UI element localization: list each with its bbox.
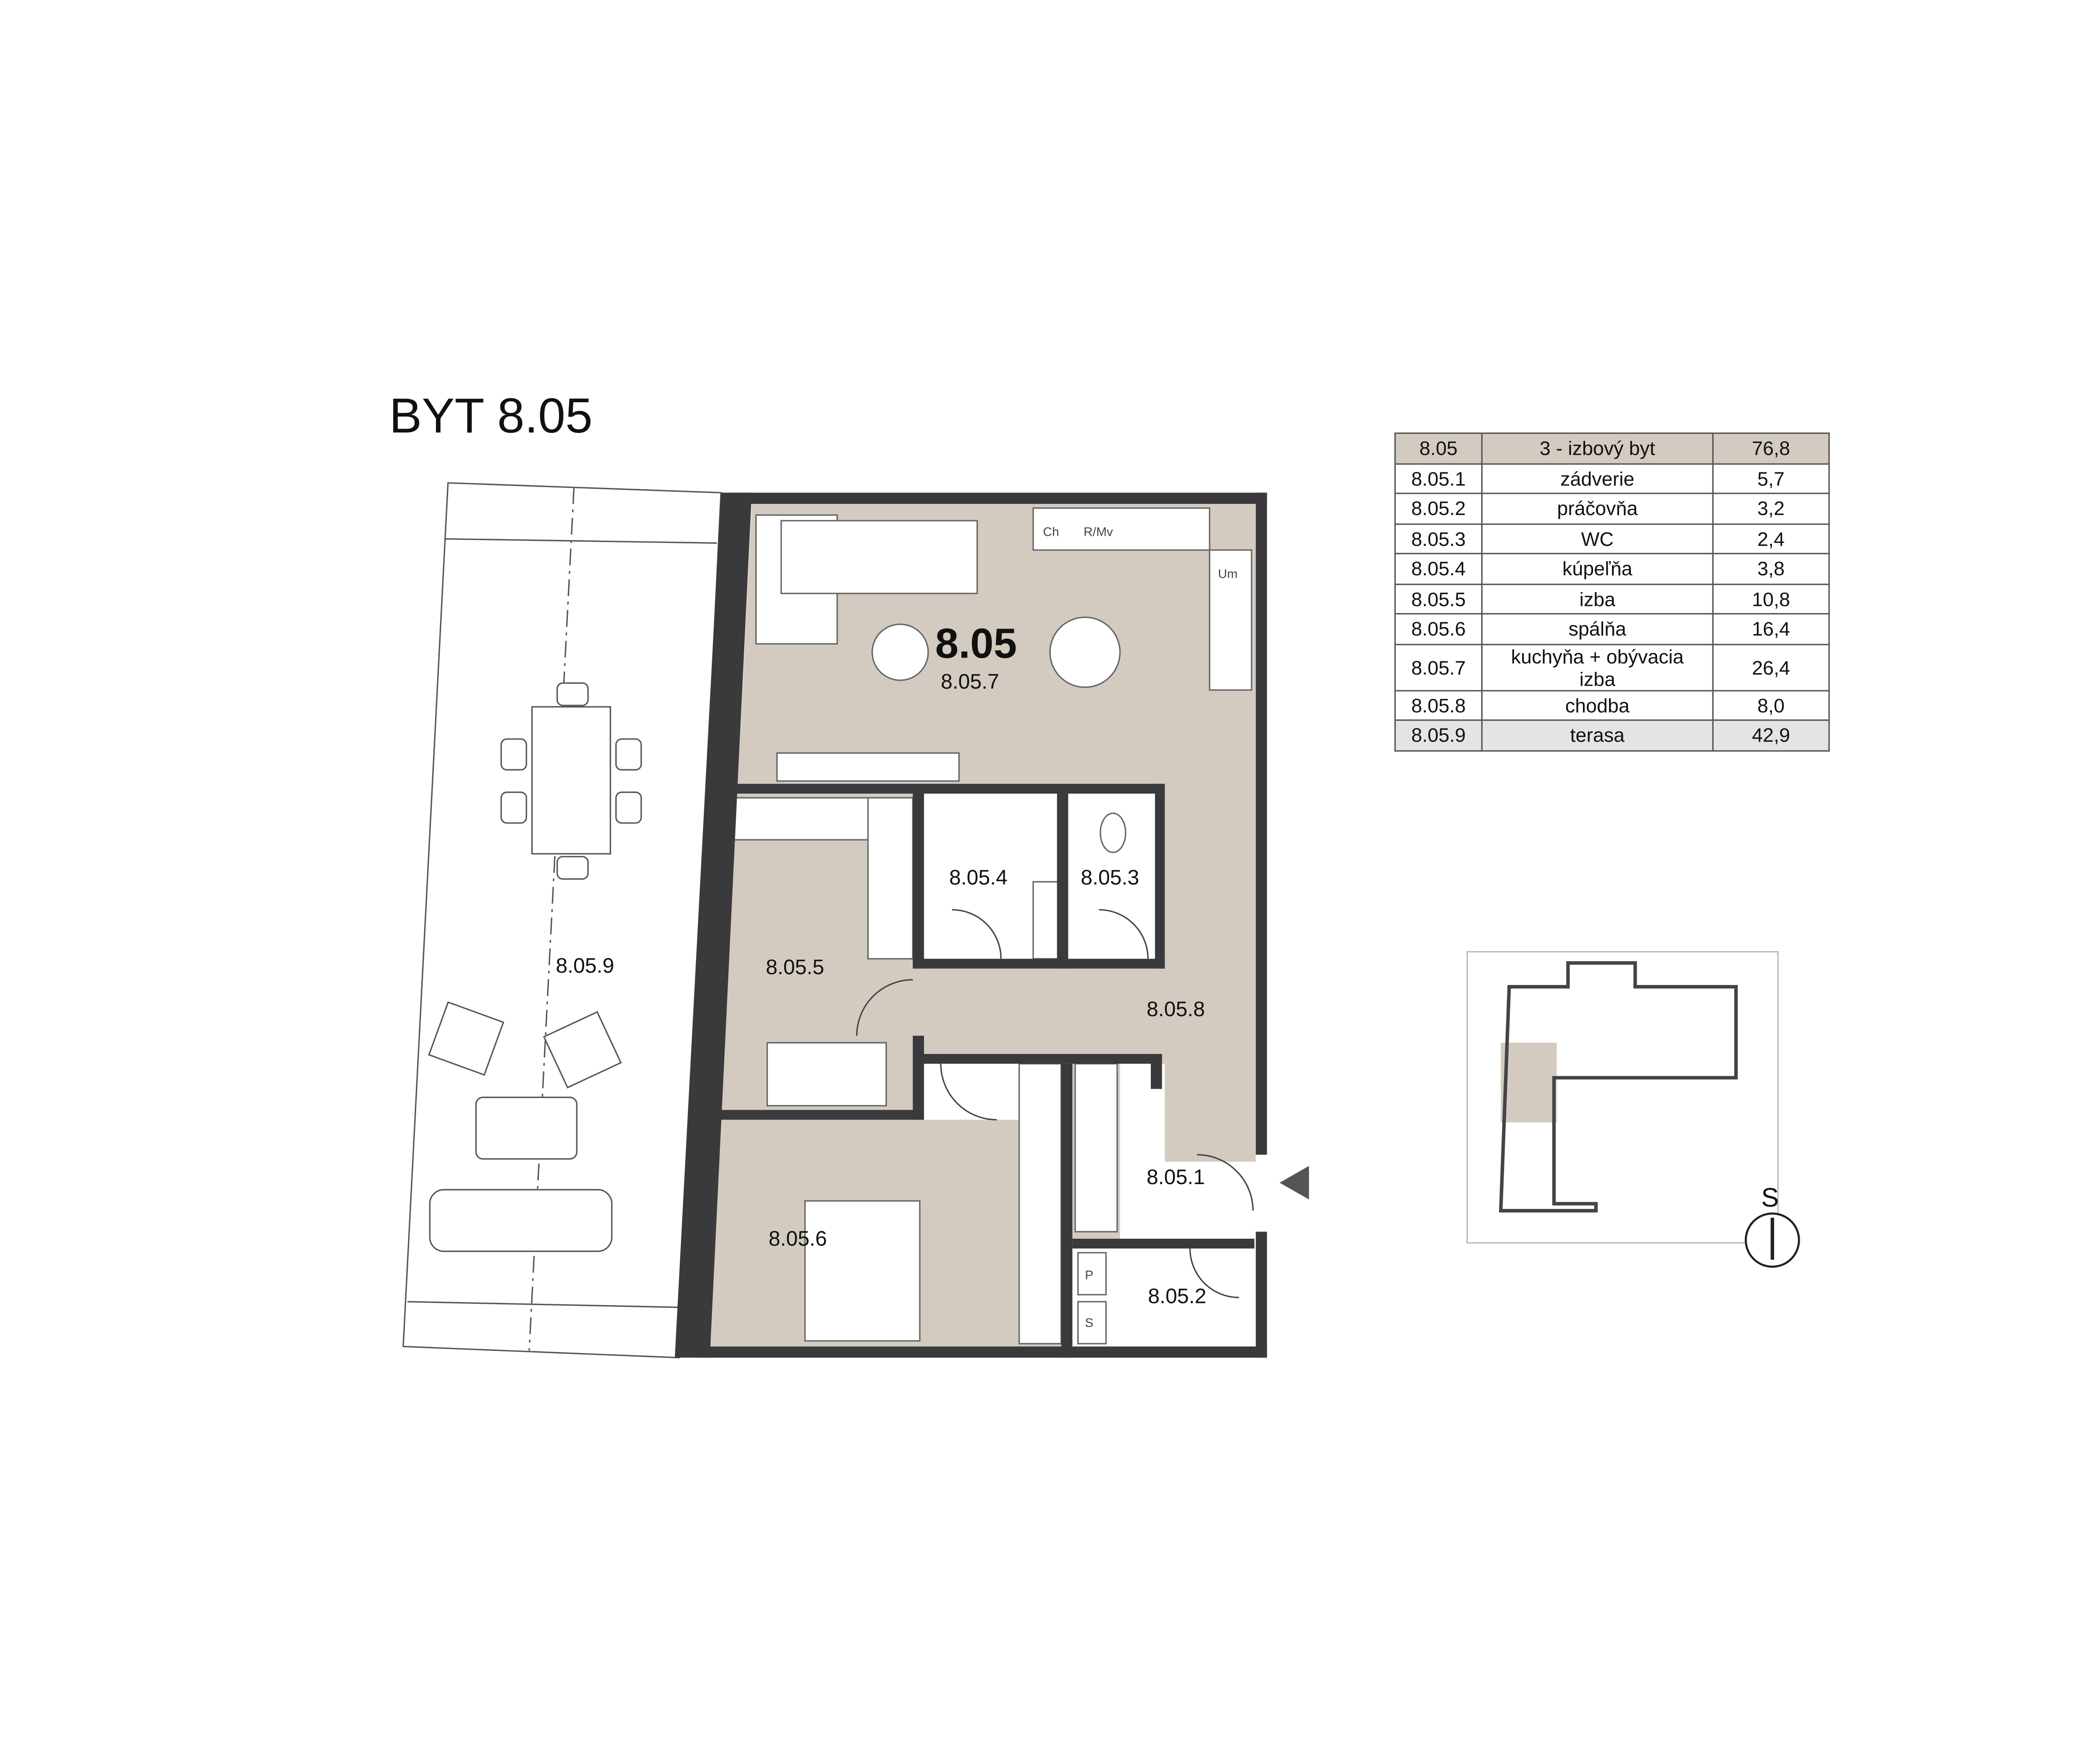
cell-area: 76,8	[1712, 433, 1830, 464]
key-plan	[1466, 951, 1779, 1244]
north-arrow-icon: S	[1745, 1183, 1800, 1268]
cell-id: 8.05.3	[1394, 523, 1483, 554]
room-label-8-05-2: 8.05.2	[1148, 1284, 1206, 1308]
doors	[856, 909, 1254, 1298]
living-furniture	[732, 507, 1252, 1345]
cell-name: kúpeľňa	[1481, 553, 1714, 585]
cell-area: 5,7	[1712, 462, 1830, 494]
cell-area: 42,9	[1712, 719, 1830, 751]
cell-name: WC	[1481, 523, 1714, 554]
cell-id: 8.05	[1394, 433, 1483, 464]
room-label-8-05-7: 8.05.7	[941, 670, 999, 693]
cell-id: 8.05.4	[1394, 553, 1483, 585]
fixture-p: P	[1085, 1269, 1093, 1282]
cell-name: spálňa	[1481, 613, 1714, 645]
cell-area: 10,8	[1712, 583, 1830, 615]
page-title: BYT 8.05	[389, 389, 593, 444]
cell-name: zádverie	[1481, 462, 1714, 494]
cell-name: kuchyňa + obývacia izba	[1481, 643, 1714, 691]
cell-area: 3,2	[1712, 493, 1830, 524]
cell-name: izba	[1481, 583, 1714, 615]
cell-id: 8.05.1	[1394, 462, 1483, 494]
cell-name: práčovňa	[1481, 493, 1714, 524]
room-label-8-05-8: 8.05.8	[1147, 997, 1205, 1021]
terrace-dining-set	[500, 682, 642, 880]
fixture-s: S	[1085, 1316, 1093, 1330]
cell-id: 8.05.5	[1394, 583, 1483, 615]
terrace-lounge-set	[428, 1001, 622, 1252]
walls	[675, 493, 1267, 1358]
table-footer-row: 8.05.9 terasa 42,9	[1394, 719, 1830, 751]
room-label-8-05-9: 8.05.9	[556, 954, 614, 978]
fixture-rmv: R/Mv	[1084, 525, 1113, 539]
cell-area: 26,4	[1712, 643, 1830, 691]
table-header-row: 8.05 3 - izbový byt 76,8	[1394, 433, 1830, 464]
cell-id: 8.05.7	[1394, 643, 1483, 691]
apartment-label: 8.05	[935, 620, 1017, 667]
room-label-8-05-4: 8.05.4	[949, 866, 1008, 889]
cell-id: 8.05.8	[1394, 689, 1483, 721]
cell-name: 3 - izbový byt	[1481, 433, 1714, 464]
cell-area: 2,4	[1712, 523, 1830, 554]
cell-name: chodba	[1481, 689, 1714, 721]
cell-id: 8.05.9	[1394, 719, 1483, 751]
cell-area: 3,8	[1712, 553, 1830, 585]
cell-name: terasa	[1481, 719, 1714, 751]
entrance-triangle-icon	[1279, 1166, 1309, 1200]
cell-id: 8.05.6	[1394, 613, 1483, 645]
cell-area: 8,0	[1712, 689, 1830, 721]
cell-id: 8.05.2	[1394, 493, 1483, 524]
room-label-8-05-5: 8.05.5	[766, 955, 824, 979]
room-label-8-05-6: 8.05.6	[769, 1227, 827, 1250]
room-label-8-05-1: 8.05.1	[1147, 1165, 1205, 1189]
fixture-um: Um	[1218, 567, 1238, 581]
room-label-8-05-3: 8.05.3	[1081, 866, 1139, 889]
fixture-ch: Ch	[1043, 525, 1059, 539]
cell-area: 16,4	[1712, 613, 1830, 645]
compass-label: S	[1761, 1183, 1779, 1212]
